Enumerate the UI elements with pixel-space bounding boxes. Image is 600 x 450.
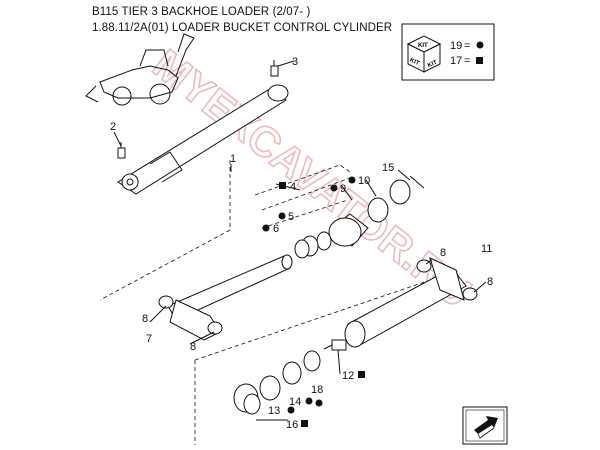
callout-6: 6 [273,223,279,235]
callout-18: 18 [311,384,323,396]
kit-legend-19-equals: = [464,40,470,52]
next-page-arrow-button[interactable] [462,406,508,445]
part-7-piston-rod[interactable] [167,254,293,341]
callout-14-circle-marker [305,397,313,405]
callout-8-rod-upper: 8 [142,313,148,325]
kit-legend-17-square [476,57,483,64]
callout-9: 9 [340,183,346,195]
callout-12: 12 [342,370,354,382]
callout-7: 7 [146,333,152,345]
part-13-piston[interactable] [233,383,261,415]
part-15-snap-ring[interactable] [389,175,425,205]
kit-legend-19-circle [476,41,484,49]
callout-13-circle-marker [287,406,295,414]
part-11-cylinder-barrel[interactable] [344,257,467,348]
machine-thumbnail [85,33,195,106]
part-3-grease-fitting[interactable] [270,60,279,77]
callout-5-circle-marker [278,212,286,220]
callout-10-circle-marker [348,176,356,184]
part-4-wiper-ring[interactable] [316,231,332,251]
watermark: MYEXCAVATOR.RU [144,40,479,316]
callout-5: 5 [288,211,294,223]
part-16-seal-kit[interactable] [303,350,321,372]
kit-label-left: KIT [409,57,421,67]
callout-13: 13 [268,405,280,417]
callout-8-rod-lower: 8 [190,341,196,353]
kit-label-top: KIT [418,43,428,49]
callout-6-circle-marker [262,224,270,232]
kit-legend-17-number: 17 [450,55,462,67]
part-14-piston-ring[interactable] [259,375,281,401]
header-subtitle: 1.88.11/2A(01) LOADER BUCKET CONTROL CYL… [92,22,393,34]
callout-labels: 1 2 3 4 5 6 7 8 8 8 8 9 10 11 12 13 14 1… [110,56,493,431]
kit-legend-box: KIT KIT KIT 19 = 17 = [401,23,495,81]
callout-9-circle-marker [330,184,338,192]
part-1-cylinder-assembly[interactable] [117,84,289,195]
part-9-gland[interactable] [328,213,369,247]
callout-8-barrel-lower: 8 [487,276,493,288]
part-10-seal-ring[interactable] [367,197,389,223]
callout-2: 2 [110,121,116,133]
callout-1: 1 [230,153,236,165]
callout-15: 15 [382,162,394,174]
callout-16-square-marker [301,420,308,427]
callout-14: 14 [289,396,301,408]
callout-18-circle-marker [315,399,323,407]
callout-4-square-marker [279,182,286,189]
callout-12-square-marker [358,371,365,378]
part-12-bolt[interactable] [323,339,347,351]
callout-4: 4 [290,181,296,193]
part-18-o-ring[interactable] [282,361,302,385]
callout-16: 16 [286,419,298,431]
callout-3: 3 [292,56,298,68]
header-title: B115 TIER 3 BACKHOE LOADER (2/07- ) [92,6,311,18]
part-2-grease-fitting[interactable] [117,142,126,159]
callout-11: 11 [481,243,492,255]
kit-legend-17-equals: = [464,55,470,67]
kit-legend-19-number: 19 [450,40,462,52]
part-6-o-ring[interactable] [294,239,310,259]
kit-cube-icon: KIT KIT KIT [406,35,442,73]
callout-10: 10 [358,175,370,187]
callout-8-barrel-upper: 8 [440,247,446,259]
part-8-bushing-rod-end[interactable] [158,295,223,335]
kit-label-right: KIT [427,60,439,70]
